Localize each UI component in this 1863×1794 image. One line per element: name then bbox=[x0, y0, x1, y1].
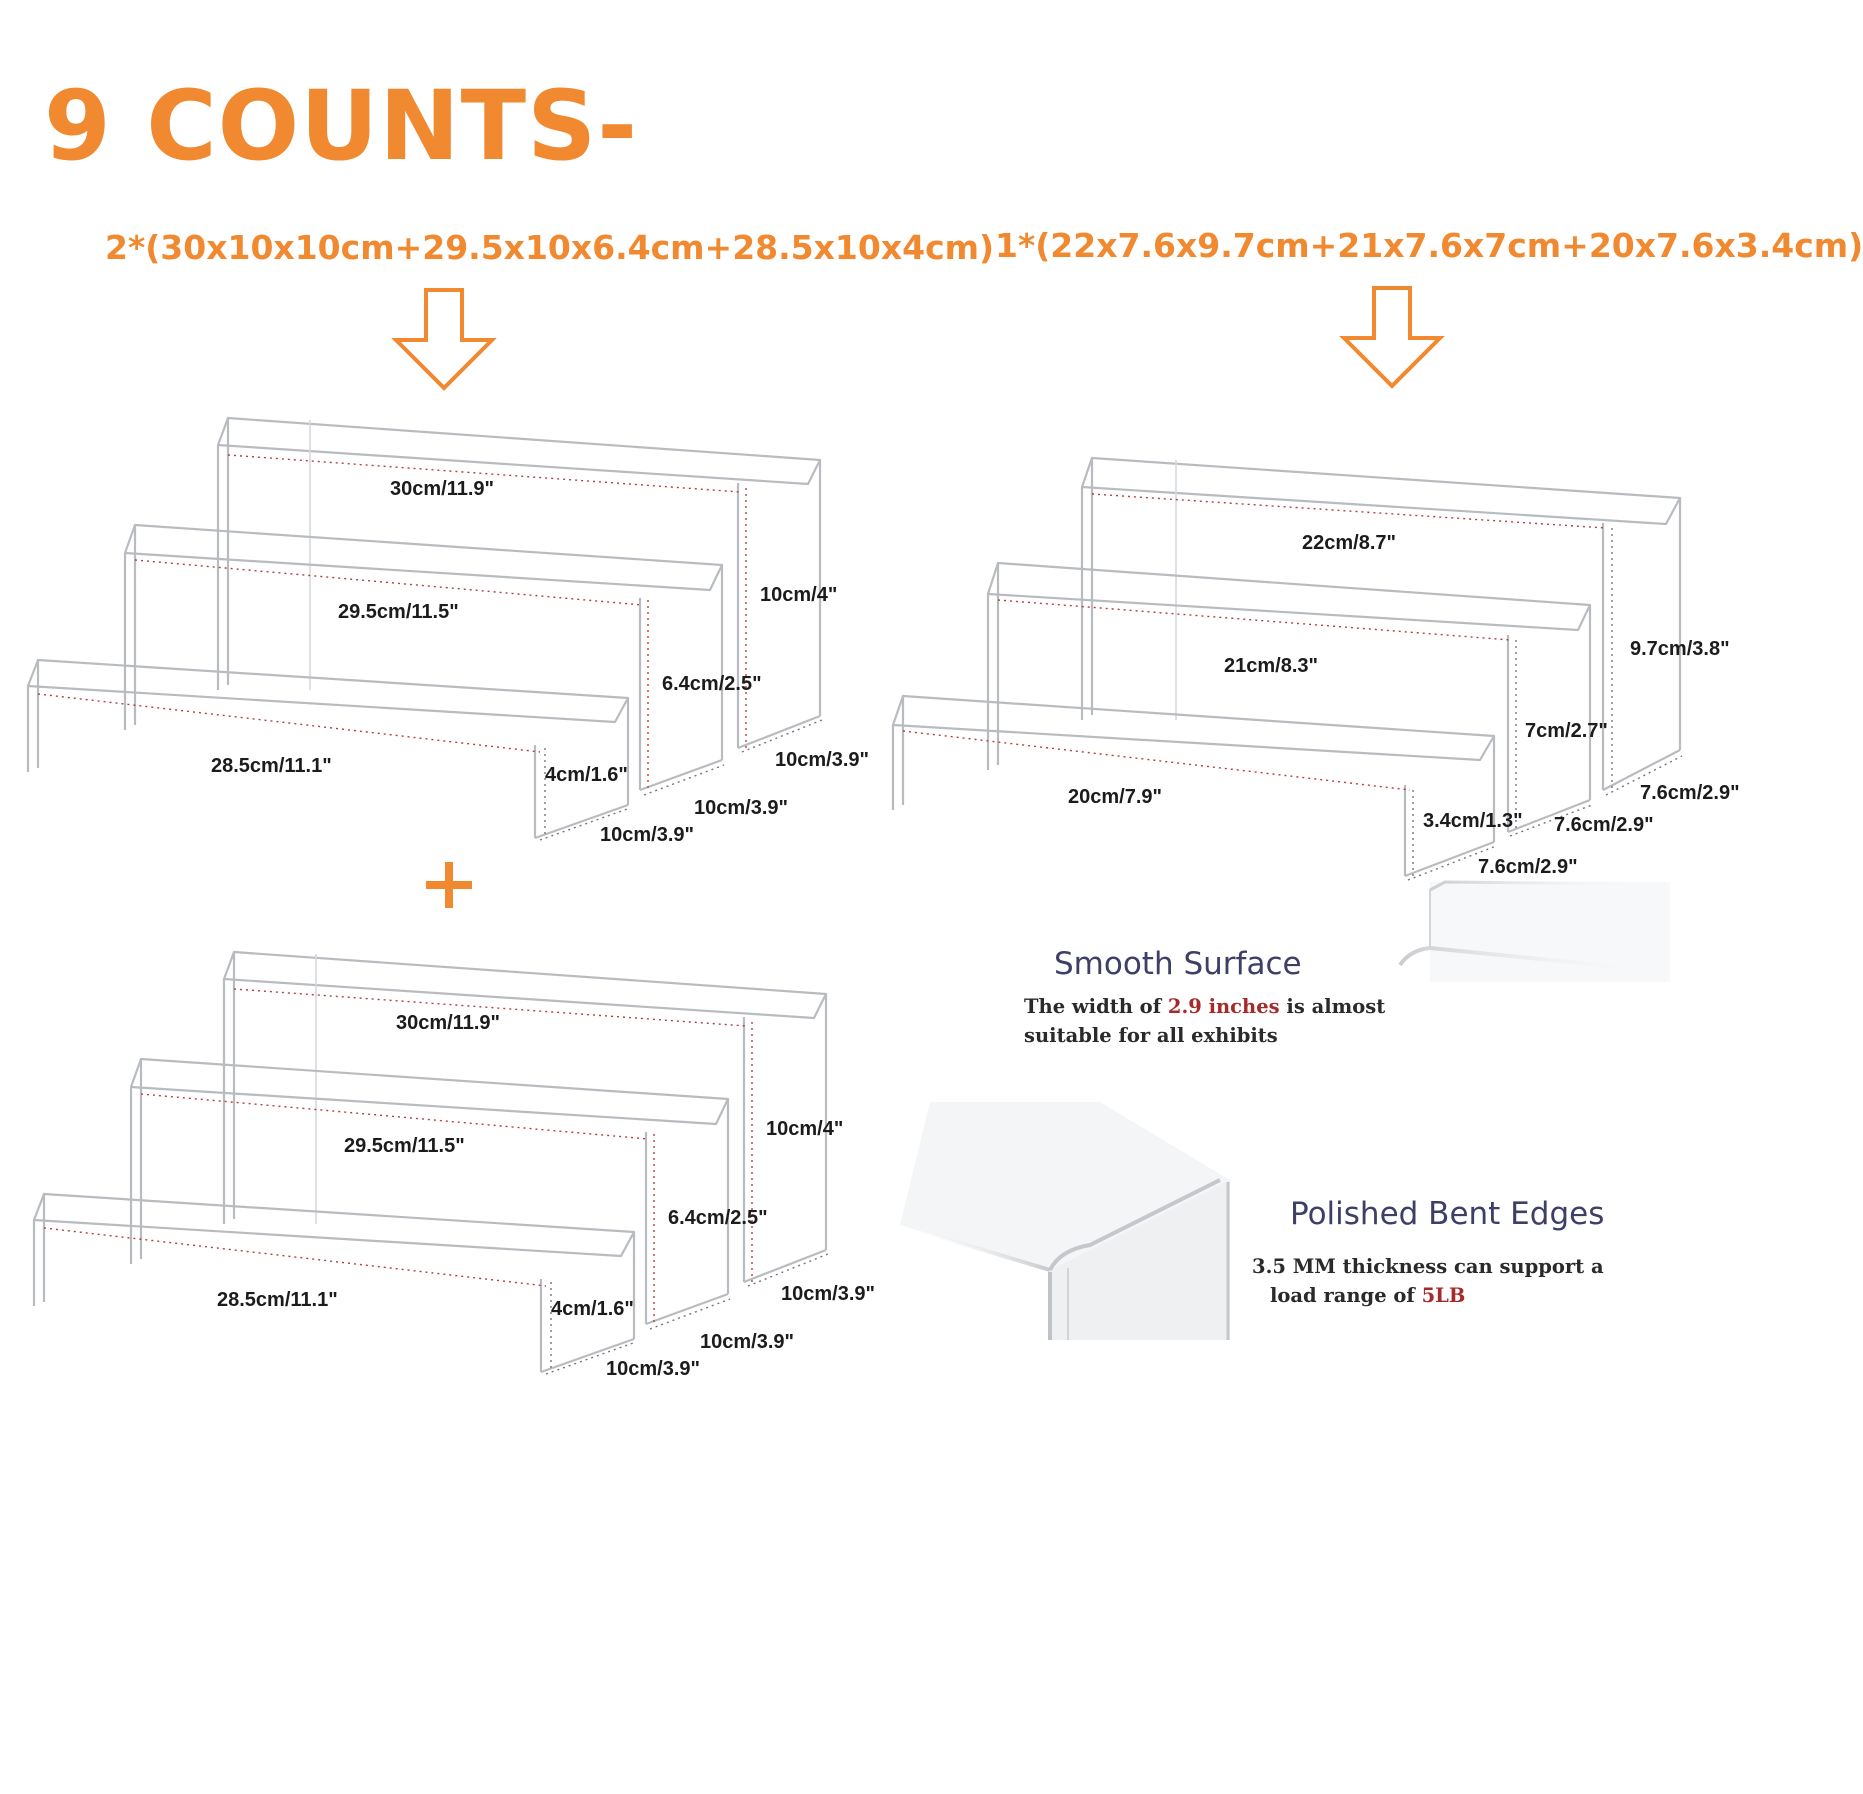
dim-low-depth: 10cm/3.9" bbox=[600, 824, 694, 846]
dim-mid-depth: 10cm/3.9" bbox=[700, 1331, 794, 1353]
dim-top-depth: 10cm/3.9" bbox=[775, 749, 869, 771]
dim-mid-height: 6.4cm/2.5" bbox=[662, 673, 762, 695]
down-arrow-icon bbox=[391, 288, 497, 391]
dim-low-width: 28.5cm/11.1" bbox=[211, 755, 332, 777]
dim-low-depth: 7.6cm/2.9" bbox=[1478, 856, 1578, 878]
dim-low-height: 4cm/1.6" bbox=[545, 764, 628, 786]
feature-text-line: suitable for all exhibits bbox=[1024, 1024, 1278, 1047]
down-arrow-icon bbox=[1339, 286, 1445, 389]
dim-top-width: 30cm/11.9" bbox=[396, 1012, 501, 1034]
headline: 9 COUNTS- bbox=[44, 70, 639, 182]
dim-mid-width: 29.5cm/11.5" bbox=[344, 1135, 465, 1157]
smooth-surface-closeup-image bbox=[1398, 880, 1671, 1140]
feature-title-edges: Polished Bent Edges bbox=[1290, 1196, 1605, 1232]
dim-low-height: 4cm/1.6" bbox=[551, 1298, 634, 1320]
feature-title-smooth: Smooth Surface bbox=[1054, 946, 1302, 982]
dim-top-depth: 10cm/3.9" bbox=[781, 1283, 875, 1305]
feature-text-smooth: The width of 2.9 inches is almost suitab… bbox=[1024, 992, 1385, 1050]
dim-mid-height: 6.4cm/2.5" bbox=[668, 1207, 768, 1229]
dim-top-height: 9.7cm/3.8" bbox=[1630, 638, 1730, 660]
large-set-formula: 2*(30x10x10cm+29.5x10x6.4cm+28.5x10x4cm) bbox=[105, 228, 995, 267]
dim-mid-height: 7cm/2.7" bbox=[1525, 720, 1608, 742]
dim-mid-width: 29.5cm/11.5" bbox=[338, 601, 459, 623]
dim-low-width: 28.5cm/11.1" bbox=[217, 1289, 338, 1311]
dim-low-height: 3.4cm/1.3" bbox=[1423, 810, 1523, 832]
large-riser-set-1 bbox=[26, 416, 823, 841]
feature-text-line: load range of 5LB bbox=[1270, 1284, 1466, 1307]
dim-low-width: 20cm/7.9" bbox=[1068, 786, 1162, 808]
small-set-formula: 1*(22x7.6x9.7cm+21x7.6x7cm+20x7.6x3.4cm) bbox=[995, 226, 1863, 265]
dim-low-depth: 10cm/3.9" bbox=[606, 1358, 700, 1380]
bent-edge-closeup-image bbox=[899, 1102, 1230, 1340]
dim-top-depth: 7.6cm/2.9" bbox=[1640, 782, 1740, 804]
dim-mid-depth: 10cm/3.9" bbox=[694, 797, 788, 819]
dim-top-height: 10cm/4" bbox=[766, 1118, 844, 1140]
dim-top-width: 22cm/8.7" bbox=[1302, 532, 1396, 554]
small-riser-set bbox=[891, 456, 1683, 881]
feature-text-line: The width of 2.9 inches is almost bbox=[1024, 995, 1386, 1018]
plus-icon bbox=[426, 862, 472, 908]
dim-mid-width: 21cm/8.3" bbox=[1224, 655, 1318, 677]
feature-text-edges: 3.5 MM thickness can support a load rang… bbox=[1252, 1252, 1604, 1310]
dim-mid-depth: 7.6cm/2.9" bbox=[1554, 814, 1654, 836]
dim-top-height: 10cm/4" bbox=[760, 584, 838, 606]
load-highlight: 5LB bbox=[1421, 1284, 1466, 1307]
width-highlight: 2.9 inches bbox=[1167, 995, 1280, 1018]
large-riser-set-2 bbox=[32, 950, 829, 1375]
dim-top-width: 30cm/11.9" bbox=[390, 478, 495, 500]
feature-text-line: 3.5 MM thickness can support a bbox=[1252, 1255, 1604, 1278]
